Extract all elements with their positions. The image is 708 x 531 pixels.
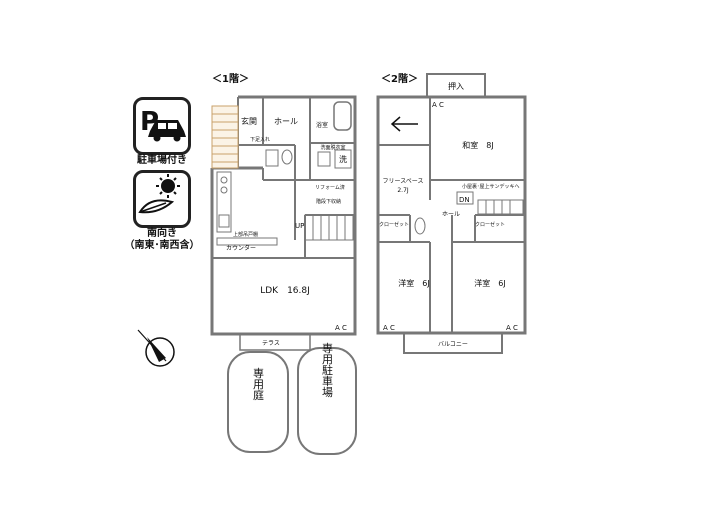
washitsu-label: 和室 8J (462, 140, 493, 150)
wash-basin (317, 151, 331, 167)
dn-label: DN (459, 196, 470, 204)
counter-label: カウンター (226, 244, 256, 252)
arrow-left-icon (390, 116, 418, 132)
shoe-box-label: 下足入れ (250, 137, 270, 143)
second-floor-label: ＜2階＞ (381, 72, 418, 85)
storage-under-stairs-label: 階段下収納 (316, 198, 341, 205)
oshiire-label: 押入 (448, 81, 464, 91)
compass-icon (137, 329, 175, 367)
upper-cabinet-label: 上部吊戸棚 (233, 231, 258, 238)
toilet-1f (265, 149, 279, 167)
attic-note: 小屋裏･屋上サンデッキへ (462, 183, 520, 190)
washing-machine (334, 149, 352, 169)
parking-badge (133, 97, 191, 155)
free-space-label: フリースペース (383, 178, 424, 185)
stairs-1f (304, 214, 354, 241)
first-floor-label: ＜1階＞ (212, 72, 249, 85)
garden-label: 専用庭 (252, 367, 265, 400)
closet-right-label: クローゼット (475, 221, 505, 228)
wash-label: 洗 (339, 154, 347, 164)
parking-label: 専用駐車場 (321, 342, 334, 398)
youshitsu-right-label: 洋室 6J (474, 278, 505, 288)
sun-icon (138, 174, 180, 214)
south-caption-line2: （南東･南西含） (125, 238, 200, 251)
bathtub (333, 101, 352, 131)
ldk-label: LDK 16.8J (260, 286, 310, 296)
balcony-label: バルコニー (438, 341, 468, 348)
toilet-bowl-1f (281, 149, 293, 165)
bath-label: 浴室 (316, 121, 328, 129)
terrace-label: テラス (262, 340, 280, 347)
reform-note: リフォーム済 (315, 184, 345, 191)
youshitsu-left-label: 洋室 6J (398, 278, 429, 288)
ac-2f-right: A C (506, 324, 518, 332)
ac-2f-top: A C (432, 101, 444, 109)
up-label: UP (295, 222, 304, 230)
kitchen (216, 171, 278, 246)
porch-steps (211, 105, 239, 169)
balcony (403, 332, 503, 354)
ac-1f: A C (335, 324, 347, 332)
car-icon (148, 120, 186, 142)
south-caption-line1: 南向き (147, 226, 177, 239)
hall-label-1f: ホール (274, 117, 298, 126)
second-floor-interior (378, 97, 525, 333)
stairs-2f (456, 191, 524, 215)
closet-left-label: クローゼット (379, 221, 409, 228)
washroom-label: 洗面脱衣室 (320, 144, 345, 151)
parking-caption: 駐車場付き (137, 153, 187, 166)
oshiire (426, 73, 486, 98)
ac-2f-left: A C (383, 324, 395, 332)
free-space-size: 2.7J (397, 187, 409, 194)
terrace (239, 333, 311, 351)
hall-label-2f: ホール (442, 211, 460, 218)
private-garden (227, 351, 289, 453)
private-parking (297, 347, 357, 455)
genkan-label: 玄関 (241, 116, 257, 126)
toilet-2f (414, 217, 426, 235)
